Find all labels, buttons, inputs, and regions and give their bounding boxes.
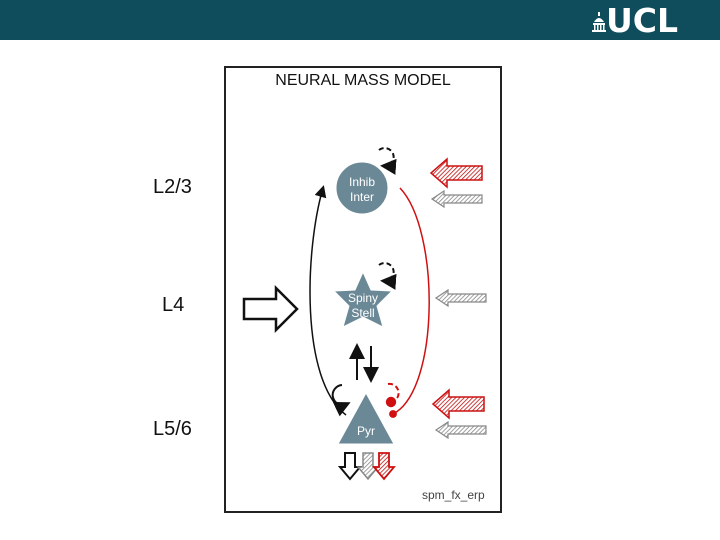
pyr-inhibitory-self-loop <box>331 384 351 417</box>
backward-input-arrow-l4 <box>434 288 487 308</box>
output-arrow-red <box>372 452 396 481</box>
logo-wordmark: UCL <box>606 1 679 40</box>
spiny-stell-node <box>332 270 394 328</box>
diagram-panel <box>224 66 502 513</box>
inhib-self-loop <box>378 147 397 175</box>
inhib-to-pyr-connection <box>389 187 430 418</box>
layer-label-l4: L4 <box>162 294 185 316</box>
diagram-title: NEURAL MASS MODEL <box>275 72 451 89</box>
output-arrow-grey <box>356 452 380 481</box>
thalamic-input-arrow <box>242 284 299 334</box>
spiny-self-loop <box>378 262 397 290</box>
pyr-to-inhib-connection <box>309 185 347 416</box>
spiny-stell-label: Spiny Stell <box>347 291 379 320</box>
inhib-inter-label: Inhib Inter <box>348 175 376 204</box>
layer-label-l23: L2/3 <box>153 176 192 198</box>
portico-dome-icon <box>592 12 606 32</box>
pyr-label: Pyr <box>357 424 375 438</box>
backward-input-arrow-l56 <box>434 420 487 440</box>
inhib-inter-node <box>335 161 389 215</box>
pyr-node <box>337 391 395 445</box>
ucl-logo: UCL <box>590 4 710 38</box>
output-arrow-black <box>337 452 363 481</box>
layer-label-l56: L5/6 <box>153 418 192 440</box>
backward-input-arrow-l23 <box>430 189 483 209</box>
forward-input-arrow-l56 <box>431 388 485 420</box>
footer-function-name: spm_fx_erp <box>422 488 485 502</box>
forward-input-arrow-l23 <box>429 157 483 189</box>
pyr-excitatory-self-loop <box>385 382 400 408</box>
